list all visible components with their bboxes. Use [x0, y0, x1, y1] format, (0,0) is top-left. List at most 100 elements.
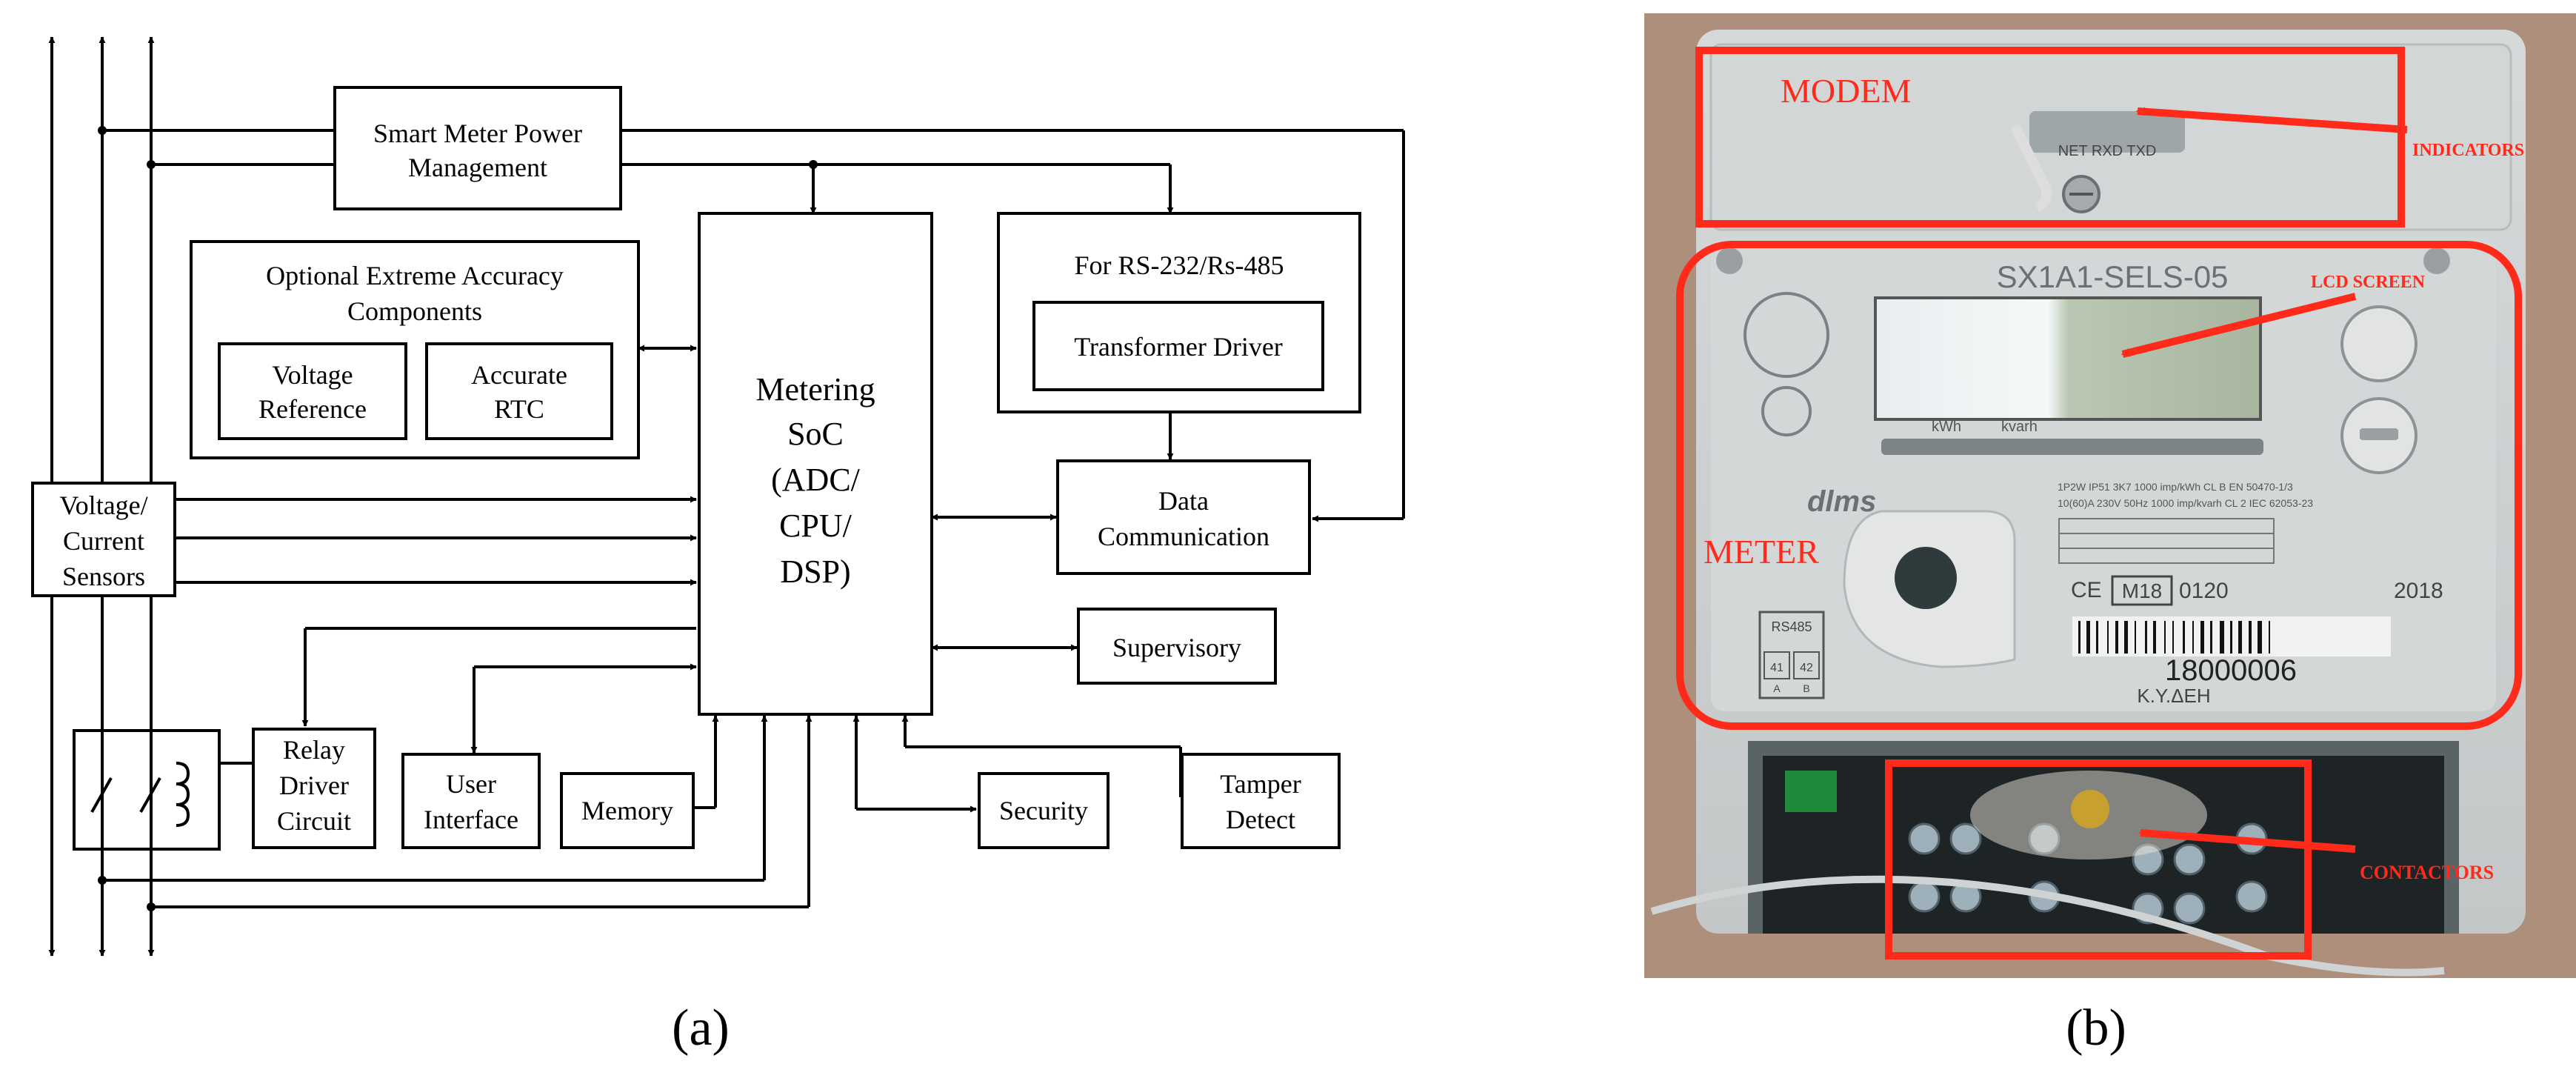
deh-logo-icon — [1744, 292, 1829, 378]
seal-screw-icon — [2071, 790, 2109, 828]
terminal-screw-icon — [2173, 892, 2206, 925]
ce-mark: CE — [2071, 578, 2102, 602]
user-if-line-1: User — [446, 769, 496, 799]
green-connector — [1785, 771, 1837, 812]
voltage-reference-block — [218, 342, 407, 440]
dlms-logo: dlms — [1807, 485, 1876, 518]
transformer-driver-block — [1032, 301, 1324, 391]
terminal-screw-icon — [2235, 880, 2268, 913]
model-number: SX1A1-SELS-05 — [1997, 259, 2229, 294]
accurate-rtc-block — [425, 342, 613, 440]
relay-coil — [176, 762, 190, 827]
led-labels: NET RXD TXD — [2058, 143, 2157, 159]
metering-soc-block — [698, 212, 933, 716]
sensors-line-1: Voltage/ — [59, 491, 147, 520]
barcode-bar — [2269, 621, 2270, 654]
soc-line-1: Metering — [755, 371, 875, 408]
lcd-arrow — [2120, 293, 2357, 358]
barcode-bar — [2145, 621, 2147, 654]
face-screw — [2423, 247, 2450, 274]
tamper-detect-block — [1181, 753, 1341, 849]
spec-line-2: 10(60)A 230V 50Hz 1000 imp/kvarh CL 2 IE… — [2058, 497, 2313, 509]
indicators-arrow — [2135, 107, 2408, 133]
voltage-ref-line-1: Voltage — [272, 360, 353, 390]
terminal-screw-icon — [1949, 822, 1982, 855]
sensors-line-2: Current — [63, 526, 144, 556]
relay-driver-block — [252, 728, 376, 849]
tamper-line-1: Tamper — [1220, 769, 1301, 799]
terminal-a-label: A — [1773, 682, 1781, 694]
junction-dot — [809, 160, 818, 169]
barcode-bar — [2210, 621, 2212, 654]
user-if-line-2: Interface — [424, 805, 518, 834]
soc-line-2: SoC — [787, 416, 844, 452]
junction-dot — [147, 902, 156, 911]
rs232-block — [997, 212, 1361, 413]
security-label: Security — [999, 796, 1088, 825]
barcode-bar — [2200, 621, 2204, 654]
rtc-line-2: RTC — [494, 394, 544, 424]
barcode-bar — [2249, 621, 2252, 654]
voltage-ref-line-2: Reference — [258, 394, 367, 424]
seal-wire-bottom — [1650, 875, 2445, 977]
optional-line-1: Optional Extreme Accuracy — [266, 261, 564, 290]
contactors-frame — [1885, 759, 2312, 960]
annotation-labels: MODEM INDICATORS LCD SCREEN METER CONTAC… — [1704, 72, 2524, 883]
barcode-bar — [2183, 621, 2185, 654]
modem-label: MODEM — [1781, 72, 1911, 110]
terminal-42 — [1793, 651, 1820, 679]
switch-assembly — [73, 729, 221, 851]
tariff-table — [2058, 518, 2275, 564]
modem-frame — [1695, 47, 2405, 227]
barcode-bar — [2096, 621, 2098, 654]
indicator-strip — [1881, 439, 2263, 455]
barcode-bar — [2220, 621, 2224, 654]
caption-b: (b) — [2066, 1000, 2126, 1057]
terminal-screw-icon — [2173, 843, 2206, 876]
manufacturer-logo-icon — [1761, 386, 1812, 436]
sensors-line-3: Sensors — [62, 562, 145, 591]
soc-line-3: (ADC/ — [771, 462, 861, 498]
data-comm-line-2: Communication — [1098, 522, 1269, 551]
optional-line-2: Components — [347, 296, 482, 326]
relay-line-2: Driver — [279, 771, 349, 800]
owner-label: K.Y.ΔEH — [2137, 685, 2210, 707]
m18-mark: M18 — [2122, 579, 2162, 602]
annotation-arrows — [2120, 107, 2408, 853]
tamper-line-2: Detect — [1226, 805, 1295, 834]
barcode-bar — [2153, 621, 2156, 654]
contactors-arrow — [2138, 828, 2356, 853]
rs485-frame — [1758, 611, 1825, 699]
manufacture-year: 2018 — [2394, 579, 2443, 603]
block-labels: Smart Meter Power Management Optional Ex… — [59, 119, 1301, 836]
terminal-41-label: 41 — [1770, 662, 1783, 674]
data-comm-line-1: Data — [1158, 486, 1209, 516]
block-diagram — [31, 36, 1405, 957]
barcode — [2078, 621, 2270, 654]
led-panel — [2029, 111, 2185, 153]
barcode-bar — [2086, 621, 2090, 654]
barcode-bar — [2124, 621, 2128, 654]
memory-block — [560, 772, 695, 849]
caption-a: (a) — [672, 1000, 730, 1057]
rtc-line-1: Accurate — [471, 360, 567, 390]
soc-line-4: CPU/ — [779, 508, 852, 544]
barcode-bar — [2230, 621, 2232, 654]
relay-line-3: Circuit — [277, 806, 351, 836]
switch-blade — [139, 777, 161, 813]
junction-dot — [147, 160, 156, 169]
barcode-bar — [2258, 621, 2262, 654]
rs232-label: For RS-232/Rs-485 — [1074, 250, 1284, 280]
reset-button-slot — [2360, 428, 2398, 440]
data-communication-block — [1056, 459, 1311, 575]
barcode-bar — [2238, 621, 2242, 654]
meter-frame — [1676, 241, 2522, 730]
kvarh-label: kvarh — [2001, 419, 2038, 435]
sensors-block — [31, 482, 176, 597]
serial-number: 18000006 — [2165, 654, 2297, 687]
terminal-screw-icon — [1908, 822, 1941, 855]
security-block — [978, 772, 1110, 849]
annotation-frames — [1676, 47, 2522, 960]
spec-line-1: 1P2W IP51 3K7 1000 imp/kWh CL B EN 50470… — [2058, 481, 2293, 493]
power-mgmt-line-1: Smart Meter Power — [373, 119, 582, 148]
